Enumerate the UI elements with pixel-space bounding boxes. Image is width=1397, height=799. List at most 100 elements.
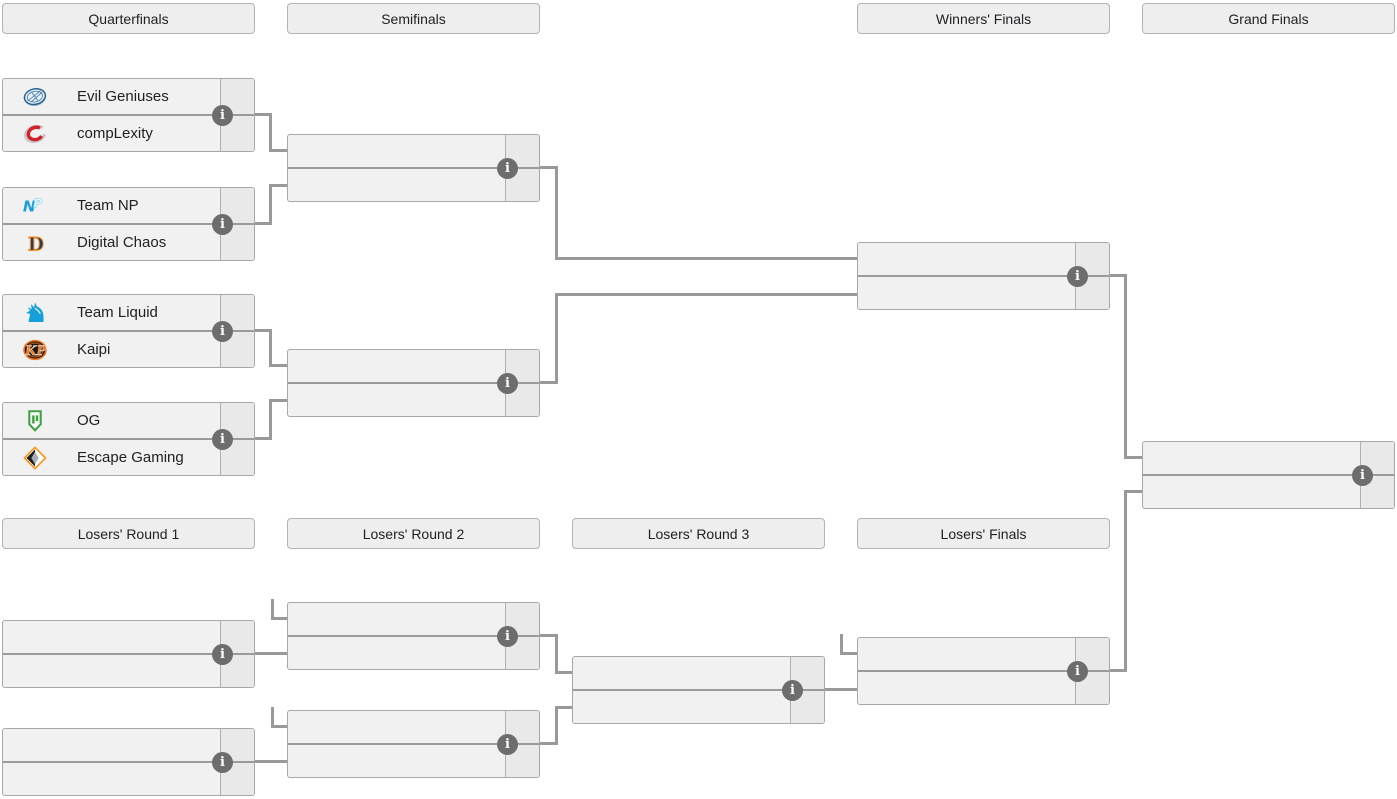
team-name[interactable]: Kaipi <box>77 341 111 358</box>
info-glyph: i <box>1075 664 1080 679</box>
bracket-connector <box>555 293 857 296</box>
match-losers-round1-1: i <box>2 620 255 688</box>
match-info-icon[interactable]: i <box>497 373 518 394</box>
match-losers-round1-2: i <box>2 728 255 796</box>
match-quarterfinal-4: OG Escape Gaming i <box>2 402 255 476</box>
info-glyph: i <box>1075 269 1080 284</box>
team-slot: D Digital Chaos <box>3 225 221 260</box>
empty-team-slot <box>573 691 791 723</box>
info-glyph: i <box>220 432 225 447</box>
team-name[interactable]: compLexity <box>77 125 153 142</box>
empty-team-slot <box>288 711 506 743</box>
match-losers-round2-1: i <box>287 602 540 670</box>
match-info-icon[interactable]: i <box>1067 266 1088 287</box>
team-name[interactable]: Escape Gaming <box>77 449 184 466</box>
match-winners-finals: i <box>857 242 1110 310</box>
header-label: Grand Finals <box>1228 10 1309 27</box>
bracket-connector <box>540 634 556 637</box>
match-divider <box>288 167 539 169</box>
match-divider <box>3 653 254 655</box>
complexity-logo <box>21 121 49 147</box>
kaipi-logo: KP <box>21 337 49 363</box>
match-info-icon[interactable]: i <box>212 214 233 235</box>
loser-drop-hook <box>271 707 274 728</box>
bracket-connector <box>269 113 272 152</box>
team-name[interactable]: Team Liquid <box>77 304 158 321</box>
match-divider <box>3 330 254 332</box>
match-info-icon[interactable]: i <box>212 105 233 126</box>
header-label: Semifinals <box>381 10 446 27</box>
loser-drop-hook <box>271 617 287 620</box>
bracket-connector <box>540 381 556 384</box>
empty-team-slot <box>858 672 1076 704</box>
info-glyph: i <box>220 108 225 123</box>
match-divider <box>3 761 254 763</box>
empty-team-slot <box>3 655 221 687</box>
match-divider <box>288 743 539 745</box>
match-divider <box>573 689 824 691</box>
bracket-connector <box>555 166 558 260</box>
team-name[interactable]: Evil Geniuses <box>77 88 169 105</box>
info-glyph: i <box>220 324 225 339</box>
match-grand-finals: i <box>1142 441 1395 509</box>
team-slot: Team Liquid <box>3 295 221 330</box>
empty-team-slot <box>3 729 221 761</box>
bracket-connector <box>540 742 556 745</box>
bracket-connector <box>555 671 572 674</box>
match-info-icon[interactable]: i <box>497 626 518 647</box>
match-info-icon[interactable]: i <box>497 158 518 179</box>
loser-drop-hook <box>271 725 287 728</box>
bracket-connector <box>555 634 558 674</box>
team-name[interactable]: Digital Chaos <box>77 234 167 251</box>
match-losers-finals: i <box>857 637 1110 705</box>
match-divider <box>858 670 1109 672</box>
match-divider <box>288 635 539 637</box>
info-glyph: i <box>220 755 225 770</box>
team-slot: Escape Gaming <box>3 440 221 475</box>
empty-team-slot <box>858 638 1076 670</box>
info-glyph: i <box>505 161 510 176</box>
match-info-icon[interactable]: i <box>212 321 233 342</box>
match-divider <box>1143 474 1394 476</box>
empty-team-slot <box>1143 476 1361 508</box>
empty-team-slot <box>858 277 1076 309</box>
evil-geniuses-logo <box>21 84 49 110</box>
loser-drop-hook <box>840 634 843 655</box>
empty-team-slot <box>288 169 506 201</box>
team-name[interactable]: OG <box>77 412 101 429</box>
info-glyph: i <box>505 629 510 644</box>
escape-gaming-logo <box>21 445 49 471</box>
header-label: Losers' Round 1 <box>77 525 180 542</box>
team-slot: OG <box>3 403 221 438</box>
bracket-connector <box>555 257 857 260</box>
team-name[interactable]: Team NP <box>77 197 139 214</box>
bracket-connector <box>269 184 287 187</box>
match-info-icon[interactable]: i <box>212 752 233 773</box>
match-info-icon[interactable]: i <box>1352 465 1373 486</box>
bracket-connector <box>555 706 572 709</box>
team-slot: Evil Geniuses <box>3 79 221 114</box>
info-glyph: i <box>790 683 795 698</box>
empty-team-slot <box>1143 442 1361 474</box>
team-slot: compLexity <box>3 116 221 151</box>
match-semifinal-1: i <box>287 134 540 202</box>
match-info-icon[interactable]: i <box>212 644 233 665</box>
match-info-icon[interactable]: i <box>782 680 803 701</box>
match-info-icon[interactable]: i <box>1067 661 1088 682</box>
header-quarterfinals: Quarterfinals <box>2 3 255 34</box>
digital-chaos-logo: D <box>21 230 49 256</box>
match-info-icon[interactable]: i <box>212 429 233 450</box>
header-losers-round-2: Losers' Round 2 <box>287 518 540 549</box>
bracket-connector <box>1124 490 1142 493</box>
bracket-connector <box>1110 274 1126 277</box>
info-glyph: i <box>1360 468 1365 483</box>
header-winners-finals: Winners' Finals <box>857 3 1110 34</box>
bracket-connector <box>269 149 287 152</box>
bracket-connector <box>255 652 287 655</box>
empty-team-slot <box>288 745 506 777</box>
match-divider <box>858 275 1109 277</box>
match-info-icon[interactable]: i <box>497 734 518 755</box>
